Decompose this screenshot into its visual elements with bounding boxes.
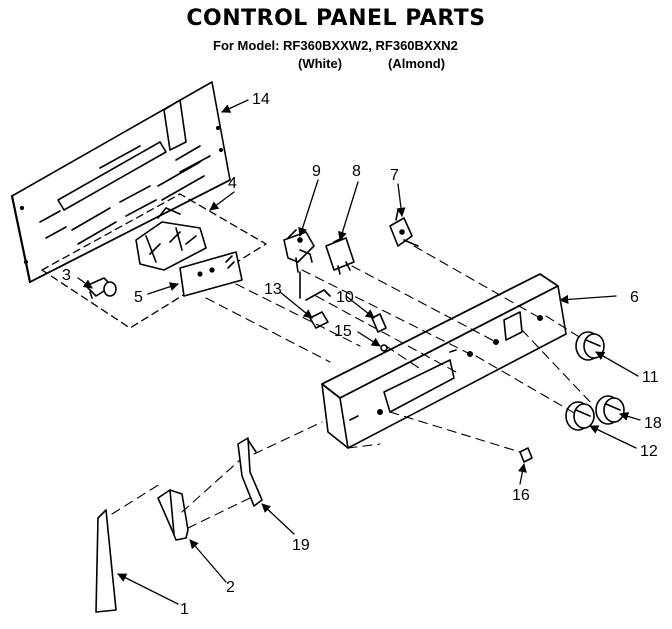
plug-part — [519, 447, 533, 463]
page-title: CONTROL PANEL PARTS — [186, 6, 486, 31]
switch-part — [283, 229, 315, 273]
callout-5: 5 — [134, 289, 143, 306]
callout-18: 18 — [644, 415, 662, 432]
callout-16: 16 — [512, 487, 530, 504]
variant-almond: (Almond) — [388, 56, 446, 71]
clock-knob-part — [85, 277, 117, 299]
clip-part — [371, 313, 388, 352]
callout-9: 9 — [312, 163, 321, 180]
callout-2: 2 — [226, 579, 235, 596]
control-panel-part — [321, 273, 567, 449]
clock-timer-part — [135, 207, 207, 271]
callout-1: 1 — [180, 601, 189, 618]
burner-knob-part-a — [595, 395, 625, 425]
callout-labels: 14 4 9 8 7 3 5 13 10 15 6 11 18 12 16 19… — [62, 91, 662, 618]
relay-part — [325, 237, 355, 275]
back-panel-part — [10, 81, 231, 284]
callout-15: 15 — [334, 323, 352, 340]
alignment-lines — [111, 245, 593, 529]
callout-8: 8 — [352, 163, 361, 180]
wire-bracket-part — [299, 271, 331, 329]
callout-7: 7 — [390, 167, 399, 184]
clock-assembly-dashed-box — [41, 193, 267, 329]
side-bracket-part — [237, 437, 263, 507]
burner-knob-part-b — [565, 401, 595, 431]
callout-19: 19 — [292, 537, 310, 554]
leader-arrows — [77, 99, 641, 605]
callout-12: 12 — [640, 443, 658, 460]
trim-strip-part — [95, 509, 117, 613]
end-cap-part — [157, 489, 189, 541]
callout-6: 6 — [630, 289, 639, 306]
callout-3: 3 — [62, 267, 71, 284]
callout-10: 10 — [336, 289, 354, 306]
variant-white: (White) — [298, 56, 343, 71]
clock-lens-part — [179, 251, 243, 297]
callout-14: 14 — [252, 91, 270, 108]
callout-13: 13 — [264, 281, 282, 298]
model-line: For Model: RF360BXXW2, RF360BXXN2 — [213, 38, 458, 53]
thermostat-part — [389, 209, 419, 247]
callout-4: 4 — [228, 175, 237, 192]
oven-knob-part — [575, 331, 605, 361]
callout-11: 11 — [642, 369, 659, 386]
